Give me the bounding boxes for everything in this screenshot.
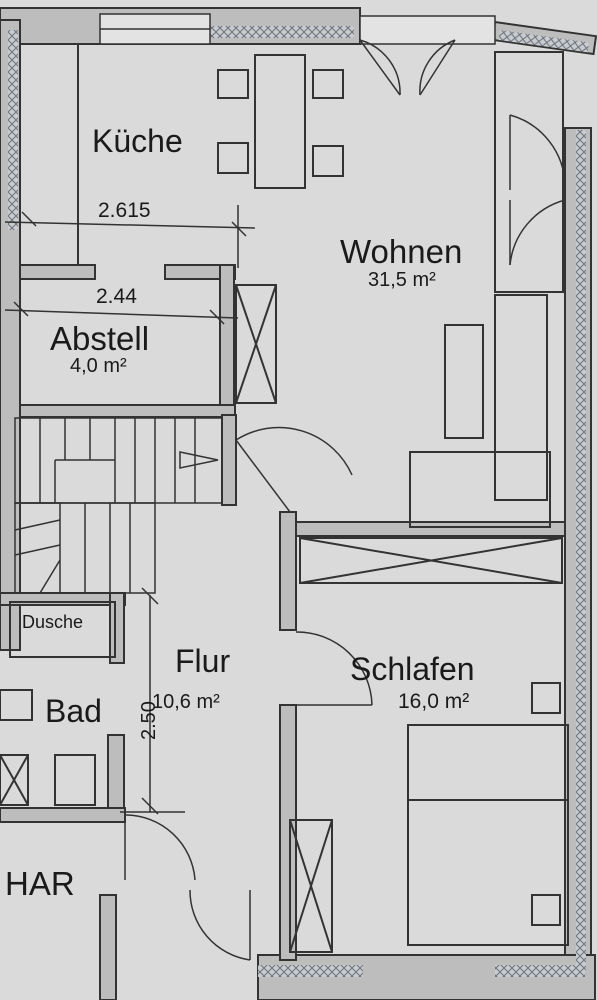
wardrobe: [299, 537, 563, 584]
bed: [407, 682, 569, 946]
windows-top: [99, 13, 496, 45]
abstell-shelf: [235, 284, 277, 404]
dimension-flur: 2.50: [138, 701, 160, 740]
room-area-abstell: 4,0 m²: [70, 355, 127, 377]
bath-fixtures: [0, 601, 116, 806]
room-label-flur: Flur: [175, 643, 230, 679]
insulation-hatching: [8, 26, 590, 977]
dimension-abstell-width: 2.44: [96, 285, 137, 308]
room-area-schlafen: 16,0 m²: [398, 690, 469, 713]
interior-walls: [0, 264, 566, 1000]
flur-doors: [124, 426, 373, 961]
room-label-har: HAR: [5, 865, 75, 902]
kitchen-furniture: [77, 45, 344, 265]
dimension-lines: [4, 205, 256, 815]
room-label-schlafen: Schlafen: [350, 651, 475, 687]
room-label-wohnen: Wohnen: [340, 233, 462, 270]
dimension-kueche-width: 2.615: [98, 199, 151, 222]
room-area-wohnen: 31,5 m²: [368, 269, 436, 291]
staircase: [14, 417, 223, 594]
room-label-abstell: Abstell: [50, 320, 149, 357]
room-label-dusche: Dusche: [22, 612, 83, 632]
room-area-flur: 10,6 m²: [152, 691, 220, 713]
flur-wardrobe: [289, 819, 333, 953]
room-label-bad: Bad: [45, 693, 102, 729]
room-label-kueche: Küche: [92, 123, 183, 159]
living-doors: [359, 39, 566, 266]
